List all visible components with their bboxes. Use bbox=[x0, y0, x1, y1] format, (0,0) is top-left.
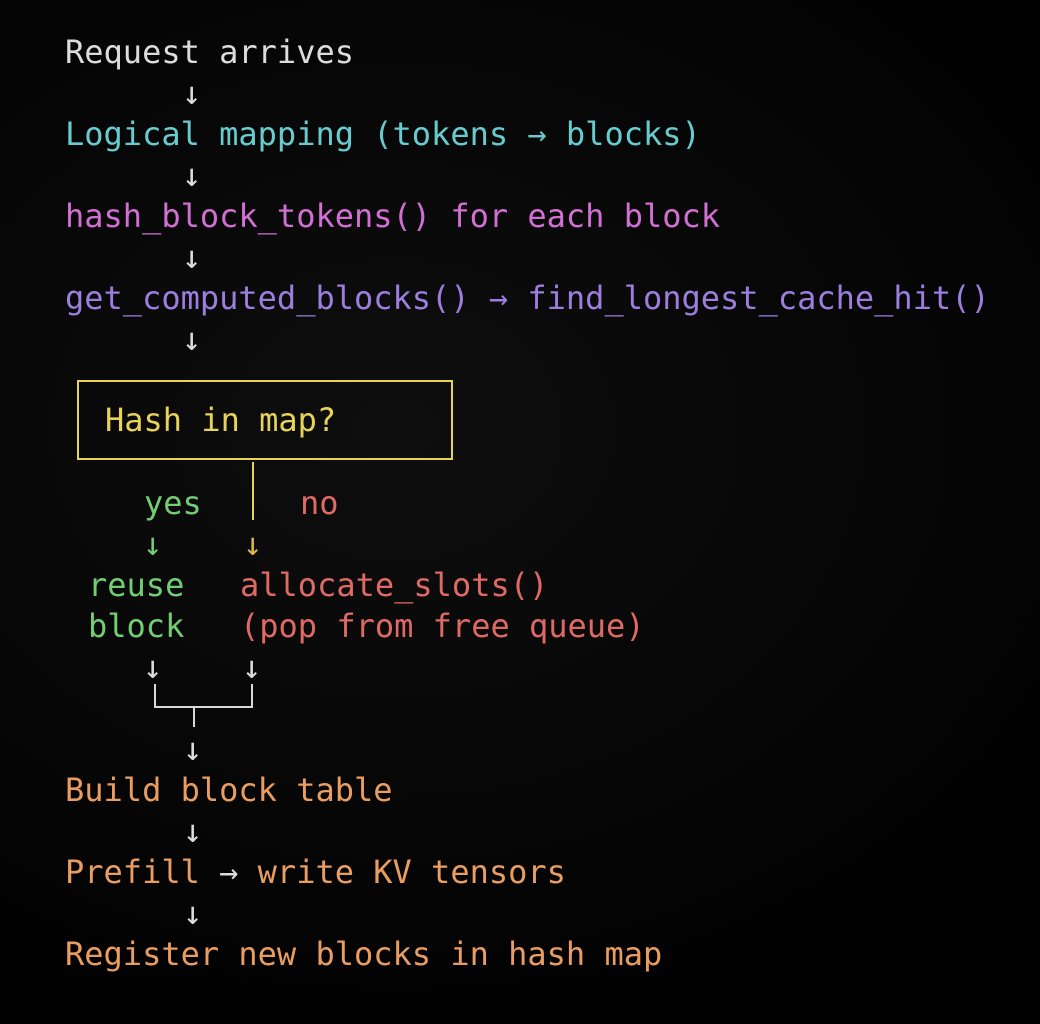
flow-step-logical-mapping: Logical mapping (tokens → blocks) bbox=[65, 115, 701, 153]
down-arrow-icon: ↓ bbox=[182, 74, 202, 112]
flow-step-register-blocks: Register new blocks in hash map bbox=[65, 935, 663, 973]
no-branch-line1: allocate_slots() bbox=[240, 566, 549, 604]
down-arrow-icon: ↓ bbox=[143, 648, 163, 686]
decision-box: Hash in map? bbox=[77, 380, 453, 460]
yes-branch-line1: reuse bbox=[88, 566, 185, 604]
down-arrow-icon: ↓ bbox=[183, 812, 203, 850]
down-arrow-icon: ↓ bbox=[242, 648, 262, 686]
flow-step-build-block-table: Build block table bbox=[65, 771, 393, 809]
merge-bracket-right-line bbox=[251, 684, 253, 708]
flow-step-get-computed-blocks: get_computed_blocks() → find_longest_cac… bbox=[65, 279, 990, 317]
merge-bracket-left-line bbox=[154, 684, 156, 708]
prefill-suffix: write KV tensors bbox=[257, 853, 566, 891]
right-arrow-icon: → bbox=[219, 853, 239, 891]
down-arrow-icon: ↓ bbox=[183, 894, 203, 932]
down-arrow-icon: ↓ bbox=[143, 525, 163, 563]
branch-label-yes: yes bbox=[144, 484, 202, 522]
down-arrow-icon: ↓ bbox=[182, 238, 202, 276]
flow-step-request-arrives: Request arrives bbox=[65, 33, 354, 71]
flow-step-hash-block-tokens: hash_block_tokens() for each block bbox=[65, 197, 721, 235]
down-arrow-icon: ↓ bbox=[182, 320, 202, 358]
down-arrow-icon: ↓ bbox=[243, 525, 263, 563]
merge-bracket-horizontal-line bbox=[154, 706, 253, 708]
down-arrow-icon: ↓ bbox=[182, 156, 202, 194]
prefill-prefix: Prefill bbox=[65, 853, 200, 891]
down-arrow-icon: ↓ bbox=[183, 730, 203, 768]
flow-step-prefill: Prefill → write KV tensors bbox=[65, 851, 566, 893]
decision-connector-line bbox=[252, 462, 254, 520]
decision-label: Hash in map? bbox=[105, 401, 337, 439]
branch-label-no: no bbox=[300, 484, 339, 522]
merge-bracket-stem-line bbox=[193, 708, 195, 727]
no-branch-line2: (pop from free queue) bbox=[240, 607, 645, 645]
yes-branch-line2: block bbox=[88, 607, 185, 645]
